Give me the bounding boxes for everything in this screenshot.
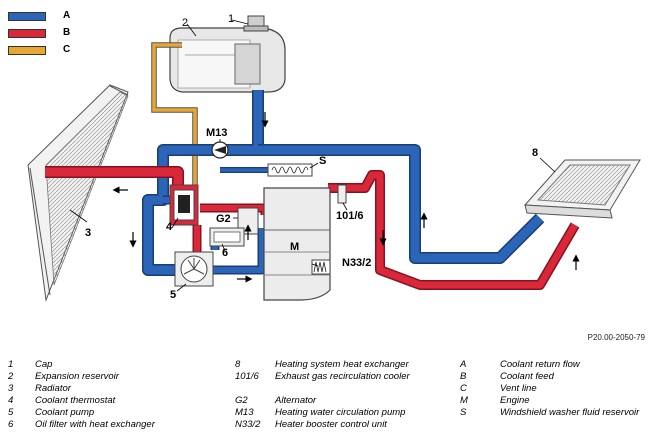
expansion-reservoir xyxy=(169,27,286,93)
legend-num: 4 xyxy=(8,395,14,406)
legend-num: 1 xyxy=(8,359,14,370)
key-letter-c: C xyxy=(63,44,71,55)
heater-booster-control-unit xyxy=(311,259,331,275)
heating-system-heat-exchanger xyxy=(523,159,641,219)
legend-text: Expansion reservoir xyxy=(35,371,119,382)
legend-num: 101/6 xyxy=(235,371,259,382)
key-letter-a: A xyxy=(63,10,71,21)
label-101-6: 101/6 xyxy=(336,210,364,222)
label-4: 4 xyxy=(166,221,173,233)
legend-num: 6 xyxy=(8,419,14,430)
legend-text: Cap xyxy=(35,359,53,370)
coolant-circuit-diagram: 1 2 3 4 5 6 8 M13 S G2 M N33/2 101/6 xyxy=(27,13,641,302)
coolant-pump xyxy=(174,251,214,287)
legend-text: Radiator xyxy=(35,383,71,394)
egr-cooler xyxy=(337,184,347,204)
label-6: 6 xyxy=(222,247,228,259)
legend-text: Exhaust gas recirculation cooler xyxy=(275,371,410,382)
legend-num: 8 xyxy=(235,359,241,370)
label-2: 2 xyxy=(182,17,188,29)
legend-text: Windshield washer fluid reservoir xyxy=(500,407,640,418)
legend-text: Heating water circulation pump xyxy=(275,407,406,418)
legend-text: Coolant thermostat xyxy=(35,395,116,406)
legend-text: Engine xyxy=(500,395,530,406)
key-letter-b: B xyxy=(63,27,71,38)
radiator xyxy=(27,84,129,302)
legend-text: Alternator xyxy=(275,395,317,406)
legend-text: Coolant pump xyxy=(35,407,95,418)
label-3: 3 xyxy=(85,227,91,239)
label-g2: G2 xyxy=(216,213,231,225)
legend-num: M xyxy=(460,395,468,406)
coolant-thermostat xyxy=(169,184,199,226)
reservoir-cap xyxy=(243,15,269,32)
legend-num: G2 xyxy=(235,395,248,406)
label-m: M xyxy=(290,241,299,253)
key-swatch-b xyxy=(8,29,46,38)
legend-num: B xyxy=(460,371,467,382)
label-1: 1 xyxy=(228,13,234,25)
legend-num: 2 xyxy=(8,371,14,382)
heating-water-circulation-pump xyxy=(211,141,229,159)
legend-num: M13 xyxy=(235,407,254,418)
legend-num: 3 xyxy=(8,383,14,394)
legend-num: A xyxy=(460,359,467,370)
legend-text: Coolant feed xyxy=(500,371,554,382)
key-swatch-a xyxy=(8,12,46,21)
legend-num: S xyxy=(460,407,467,418)
label-8: 8 xyxy=(532,147,538,159)
legend-text: Coolant return flow xyxy=(500,359,580,370)
label-n33-2: N33/2 xyxy=(342,257,371,269)
windshield-washer-reservoir xyxy=(267,163,313,177)
legend-text: Heater booster control unit xyxy=(275,419,387,430)
label-5: 5 xyxy=(170,289,176,301)
legend-text: Vent line xyxy=(500,383,537,394)
legend-text: Oil filter with heat exchanger xyxy=(35,419,155,430)
label-m13: M13 xyxy=(206,127,227,139)
legend-num: N33/2 xyxy=(235,419,261,430)
legend-text: Heating system heat exchanger xyxy=(275,359,409,370)
legend-num: 5 xyxy=(8,407,14,418)
legend-num: C xyxy=(460,383,467,394)
key-swatch-c xyxy=(8,46,46,55)
oil-filter-heat-exchanger xyxy=(209,227,245,247)
label-s: S xyxy=(319,155,326,167)
figure-code: P20.00-2050-79 xyxy=(587,333,645,342)
